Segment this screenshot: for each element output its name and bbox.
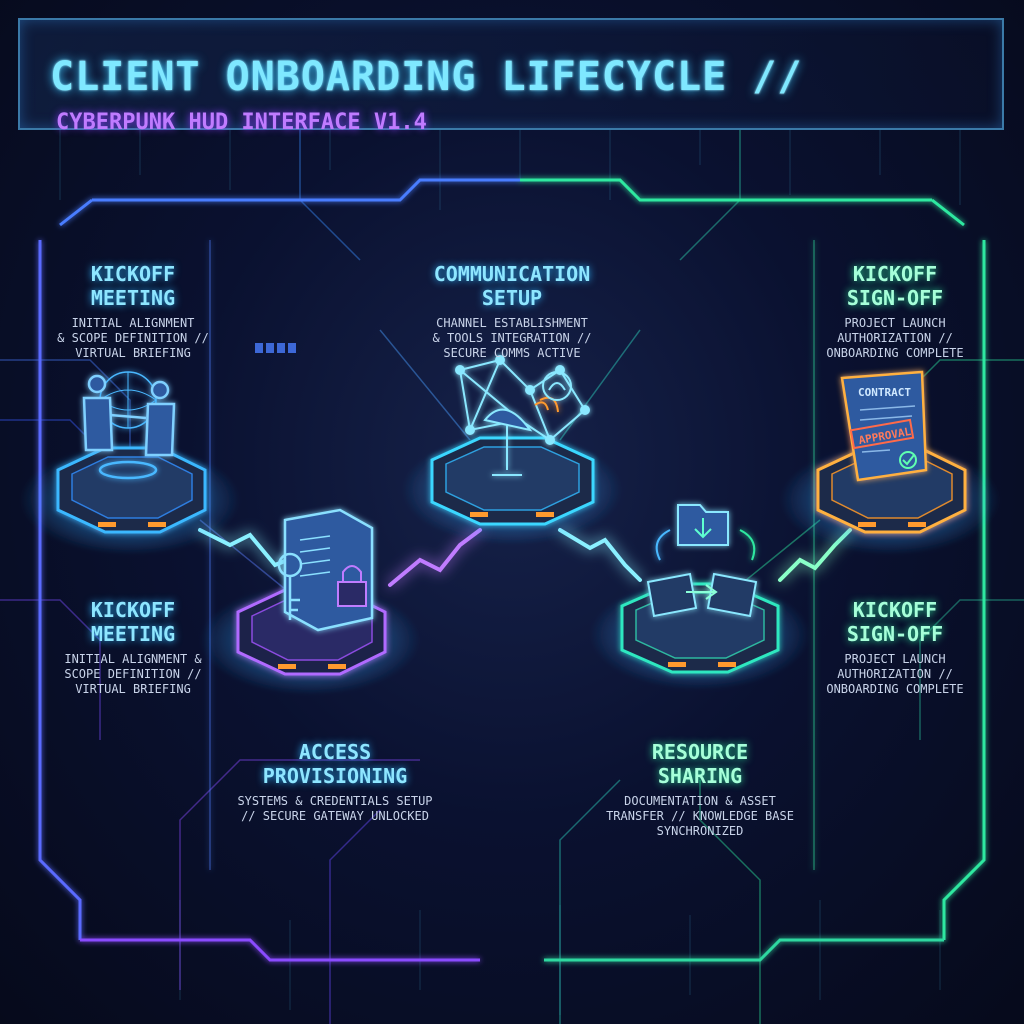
stage-description: INITIAL ALIGNMENT & SCOPE DEFINITION // …: [57, 316, 209, 360]
stage-description: PROJECT LAUNCH AUTHORIZATION // ONBOARDI…: [826, 652, 964, 696]
digital-rain: [59, 130, 961, 1015]
stage-description: PROJECT LAUNCH AUTHORIZATION // ONBOARDI…: [826, 316, 964, 360]
stage-pad-kickoff: [20, 445, 240, 555]
stage-card-kickoff-signoff-repeat: KICKOFF SIGN-OFF PROJECT LAUNCH AUTHORIZ…: [800, 598, 990, 697]
network-satellite-icon: [455, 355, 590, 476]
stage-description: SYSTEMS & CREDENTIALS SETUP // SECURE GA…: [237, 794, 433, 823]
stage-card-resource-sharing: RESOURCE SHARING DOCUMENTATION & ASSET T…: [580, 740, 820, 839]
stage-description: CHANNEL ESTABLISHMENT & TOOLS INTEGRATIO…: [432, 316, 592, 360]
stage-card-kickoff-meeting: KICKOFF MEETING INITIAL ALIGNMENT & SCOP…: [38, 262, 228, 361]
stage-card-kickoff-meeting-repeat: KICKOFF MEETING INITIAL ALIGNMENT & SCOP…: [38, 598, 228, 697]
stage-description: DOCUMENTATION & ASSET TRANSFER // KNOWLE…: [606, 794, 794, 838]
outer-frame: [38, 178, 986, 962]
stage-title: RESOURCE SHARING: [651, 740, 749, 788]
stage-pad-resource: [590, 580, 810, 690]
stage-card-kickoff-signoff: KICKOFF SIGN-OFF PROJECT LAUNCH AUTHORIZ…: [800, 262, 990, 361]
stage-title: COMMUNICATION SETUP: [433, 262, 591, 310]
page-title: CLIENT ONBOARDING LIFECYCLE //: [50, 54, 803, 100]
handshake-icon: [82, 371, 176, 480]
stage-title: KICKOFF MEETING: [90, 598, 176, 646]
stage-title: KICKOFF SIGN-OFF: [846, 598, 944, 646]
header-panel: CLIENT ONBOARDING LIFECYCLE // CYBERPUNK…: [18, 18, 1004, 135]
stage-card-access-provisioning: ACCESS PROVISIONING SYSTEMS & CREDENTIAL…: [210, 740, 460, 824]
stage-description: INITIAL ALIGNMENT & SCOPE DEFINITION // …: [64, 652, 202, 696]
stage-title: KICKOFF MEETING: [90, 262, 176, 310]
stage-title: KICKOFF SIGN-OFF: [846, 262, 944, 310]
stage-title: ACCESS PROVISIONING: [262, 740, 408, 788]
server-lock-icon: [277, 508, 374, 632]
stage-card-communication-setup: COMMUNICATION SETUP CHANNEL ESTABLISHMEN…: [392, 262, 632, 361]
contract-document-icon: [840, 370, 928, 482]
file-transfer-icon: [646, 504, 758, 618]
page-subtitle: CYBERPUNK HUD INTERFACE V1.4: [56, 110, 427, 135]
contract-label: CONTRACT: [858, 386, 911, 399]
ticker-marks: [255, 343, 296, 353]
stage-pad-communication: [402, 435, 622, 545]
